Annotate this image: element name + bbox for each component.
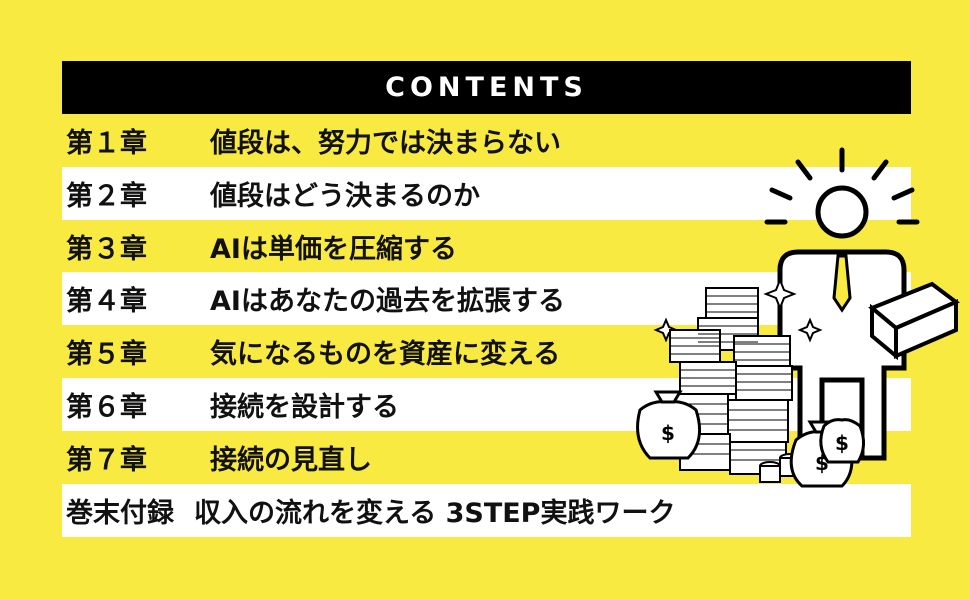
contents-header: CONTENTS: [62, 61, 911, 114]
chapter-title: AIは単価を圧縮する: [210, 234, 457, 265]
chapter-row-4[interactable]: 第４章 AIはあなたの過去を拡張する: [62, 272, 911, 325]
chapter-number: 第５章: [66, 339, 147, 370]
chapter-number: 第２章: [66, 181, 147, 212]
chapter-row-1[interactable]: 第１章 値段は、努力では決まらない: [62, 114, 911, 167]
appendix-row[interactable]: 巻末付録 収入の流れを変える 3STEP実践ワーク: [62, 484, 911, 537]
chapter-row-5[interactable]: 第５章 気になるものを資産に変える: [62, 325, 911, 378]
chapter-title: 接続を設計する: [210, 392, 399, 423]
chapter-number: 第４章: [66, 286, 147, 317]
chapter-number: 第３章: [66, 234, 147, 265]
chapter-title: 気になるものを資産に変える: [210, 339, 561, 370]
chapter-row-7[interactable]: 第７章 接続の見直し: [62, 431, 911, 484]
appendix-label: 巻末付録: [66, 498, 174, 529]
contents-title: CONTENTS: [385, 72, 588, 103]
chapter-number: 第６章: [66, 392, 147, 423]
appendix-title: 収入の流れを変える 3STEP実践ワーク: [194, 498, 676, 529]
chapter-title: 値段はどう決まるのか: [210, 181, 480, 212]
chapter-number: 第１章: [66, 128, 147, 159]
chapter-title: 接続の見直し: [210, 445, 372, 476]
chapter-row-6[interactable]: 第６章 接続を設計する: [62, 378, 911, 431]
chapter-title: 値段は、努力では決まらない: [210, 128, 561, 159]
chapter-number: 第７章: [66, 445, 147, 476]
chapter-row-3[interactable]: 第３章 AIは単価を圧縮する: [62, 220, 911, 273]
chapter-row-2[interactable]: 第２章 値段はどう決まるのか: [62, 167, 911, 220]
chapter-title: AIはあなたの過去を拡張する: [210, 286, 565, 317]
